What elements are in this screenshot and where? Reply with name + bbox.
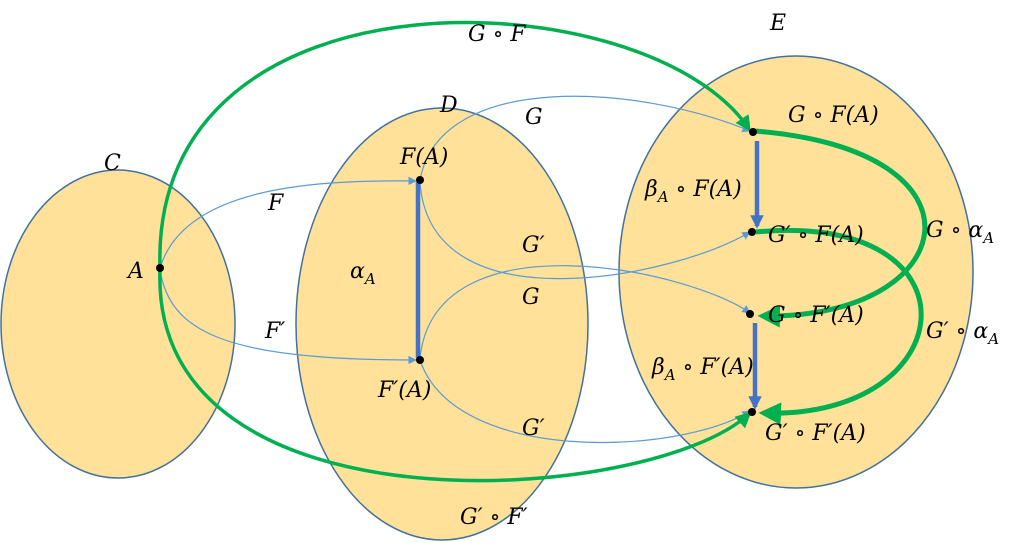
category-c-label: C xyxy=(104,151,121,176)
object-a-dot xyxy=(156,264,164,272)
label-g-compose-f: G ∘ F xyxy=(468,22,526,47)
object-fpa-dot xyxy=(416,356,424,364)
object-gpfa-dot xyxy=(748,228,756,236)
object-gfa-dot xyxy=(749,128,757,136)
label-g-prime-bottom: G′ xyxy=(522,416,545,441)
object-fpa-label: F′(A) xyxy=(377,378,431,403)
arrow-f-prime xyxy=(159,269,417,365)
arrow-g-of-fa xyxy=(419,95,751,181)
arrow-g-compose-f xyxy=(158,20,751,269)
arrow-g-prime-of-fpa xyxy=(419,359,751,444)
label-g-alpha-a: G ∘ αA xyxy=(926,218,994,247)
category-c xyxy=(0,169,236,479)
object-gfa-label: G ∘ F(A) xyxy=(788,103,879,128)
label-f: F xyxy=(267,191,284,216)
object-fa-label: F(A) xyxy=(399,145,448,170)
object-gpfpa-label: G′ ∘ F′(A) xyxy=(765,421,866,446)
label-f-prime: F′ xyxy=(264,319,285,344)
object-gpfpa-dot xyxy=(748,408,756,416)
arrow-g-prime-alpha xyxy=(755,227,924,425)
arrow-g-alpha xyxy=(754,128,928,328)
category-e-label: E xyxy=(769,11,786,36)
label-alpha-a: αA xyxy=(350,259,376,288)
category-d xyxy=(295,107,589,541)
arrow-g-of-fpa xyxy=(419,265,751,359)
label-g-prime-alpha-a: G′ ∘ αA xyxy=(926,319,999,348)
label-g-mid: G xyxy=(522,285,540,310)
label-g-top: G xyxy=(525,105,543,130)
label-g-prime-compose-f-prime: G′ ∘ F′ xyxy=(460,505,528,530)
arrow-g-prime-compose-f-prime xyxy=(158,269,752,483)
label-beta-fa: βA ∘ F(A) xyxy=(644,177,742,206)
label-beta-fpa: βA ∘ F′(A) xyxy=(651,355,754,384)
object-a-label: A xyxy=(126,259,144,284)
object-fa-dot xyxy=(416,176,424,184)
category-d-label: D xyxy=(439,93,458,118)
object-gfpa-label: G ∘ F′(A) xyxy=(768,303,864,328)
object-gpfa-label: G′ ∘ F(A) xyxy=(768,223,864,248)
object-gfpa-dot xyxy=(746,310,754,318)
label-g-prime-mid: G′ xyxy=(522,233,545,258)
arrow-g-prime-of-fa xyxy=(419,181,751,280)
arrow-f xyxy=(159,176,417,269)
